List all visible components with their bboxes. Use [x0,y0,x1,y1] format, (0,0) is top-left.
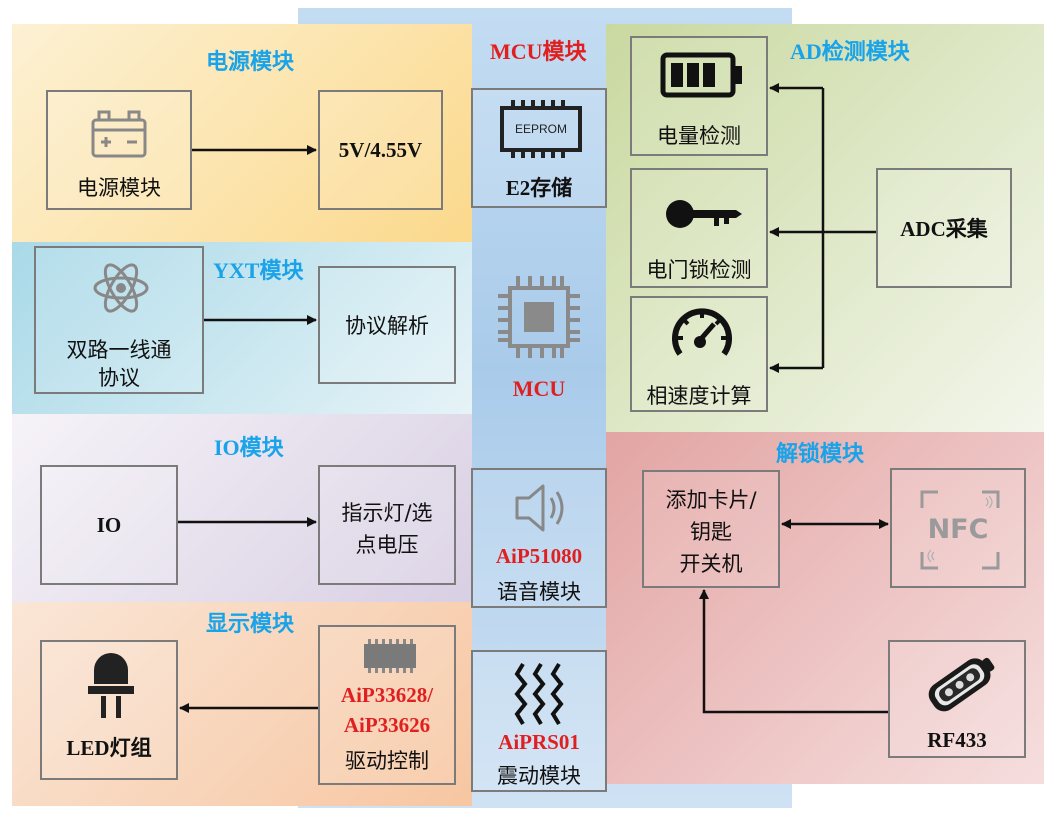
rf433-box: RF433 [888,640,1026,758]
card-key-label-line2: 钥匙 [690,520,732,544]
yxt-source-label-line1: 双路一线通 [66,338,172,362]
speaker-icon [515,484,564,532]
vibration-module-label: 震动模块 [497,764,581,788]
voice-part-label: AiP51080 [495,544,583,568]
yxt-output-label: 协议解析 [345,314,429,338]
nfc-box: NFC [890,468,1026,588]
unlock-module-title: 解锁模块 [776,442,865,467]
power-output-label: 5V/4.55V [338,137,423,162]
card-key-label-line3: 开关机 [679,552,743,576]
yxt-output-box: 协议解析 [318,266,456,384]
card-key-box: 添加卡片/ 钥匙 开关机 [642,470,780,588]
yxt-region [12,242,472,414]
display-driver-box: AiP33628/ AiP33626 驱动控制 [318,625,456,785]
yxt-source-box: 双路一线通 协议 [34,246,204,394]
power-source-label: 电源模块 [77,176,161,200]
voice-module-box: AiP51080 语音模块 [471,468,607,608]
power-region [12,24,472,242]
ad-region [606,24,1044,432]
eeprom-box: EEPROM E2存储 [471,88,607,208]
battery-terminal-icon [91,110,147,158]
eeprom-chip-label: EEPROM [514,122,567,136]
speedometer-icon [672,308,732,356]
yxt-module-title: YXT模块 [213,258,304,283]
battery-detect-box: 电量检测 [630,36,768,156]
io-output-label-line2: 点电压 [355,533,419,557]
card-key-label-line1: 添加卡片/ [665,488,757,512]
io-module-title: IO模块 [214,435,284,460]
led-group-label: LED灯组 [66,736,152,760]
led-bulb-icon [88,653,134,718]
battery-detect-label: 电量检测 [657,124,741,148]
display-region [12,602,472,806]
power-output-box: 5V/4.55V [318,90,443,210]
voice-module-label: 语音模块 [497,580,581,604]
display-module-title: 显示模块 [206,612,295,637]
lock-detect-box: 电门锁检测 [630,168,768,288]
eeprom-label: E2存储 [505,176,573,200]
driver-part-1: AiP33628/ [340,683,434,707]
mcu-module-title: MCU模块 [490,39,587,64]
driver-control-label: 驱动控制 [345,749,429,773]
rf433-label: RF433 [927,728,987,752]
io-region [12,414,472,602]
car-key-fob-icon [928,657,995,712]
vibration-part-label: AiPRS01 [498,730,580,754]
eeprom-chip-icon [500,100,582,158]
vibration-module-box: AiPRS01 震动模块 [471,650,607,792]
vibration-icon [514,662,564,726]
mcu-chip-icon [498,276,580,358]
adc-sample-box: ADC采集 [876,168,1012,288]
battery-level-icon [660,52,742,98]
adc-sample-label: ADC采集 [900,217,988,241]
speed-calc-box: 相速度计算 [630,296,768,412]
ic-chip-icon [364,639,416,673]
io-source-label: IO [96,512,122,537]
atom-icon [93,263,149,313]
io-output-label-line1: 指示灯/选 [341,501,433,525]
io-output-box: 指示灯/选 点电压 [318,465,456,585]
driver-part-2: AiP33626 [343,713,431,737]
yxt-source-label-line2: 协议 [98,366,140,390]
nfc-frame-icon [920,490,1000,570]
ad-module-title: AD检测模块 [790,39,910,64]
key-icon [666,200,742,228]
nfc-label: NFC [927,514,989,545]
power-module-title: 电源模块 [206,50,295,75]
led-group-box: LED灯组 [40,640,178,780]
lock-detect-label: 电门锁检测 [646,258,752,282]
unlock-region [606,432,1044,784]
io-source-box: IO [40,465,178,585]
speed-calc-label: 相速度计算 [646,384,752,408]
power-source-box: 电源模块 [46,90,192,210]
rf-to-card-arrow [699,589,888,714]
mcu-core-label: MCU [512,376,566,401]
